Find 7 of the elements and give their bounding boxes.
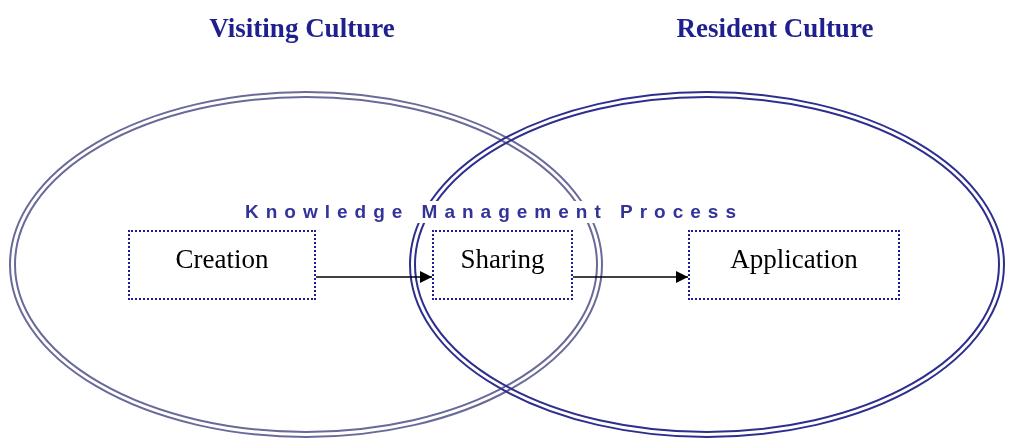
process-box: Sharing	[432, 230, 573, 300]
process-box: Application	[688, 230, 900, 300]
group-heading: Resident Culture	[676, 13, 874, 44]
arrow	[315, 271, 433, 283]
arrow	[572, 271, 689, 283]
process-box: Creation	[128, 230, 316, 300]
group-heading: Visiting Culture	[209, 13, 395, 44]
